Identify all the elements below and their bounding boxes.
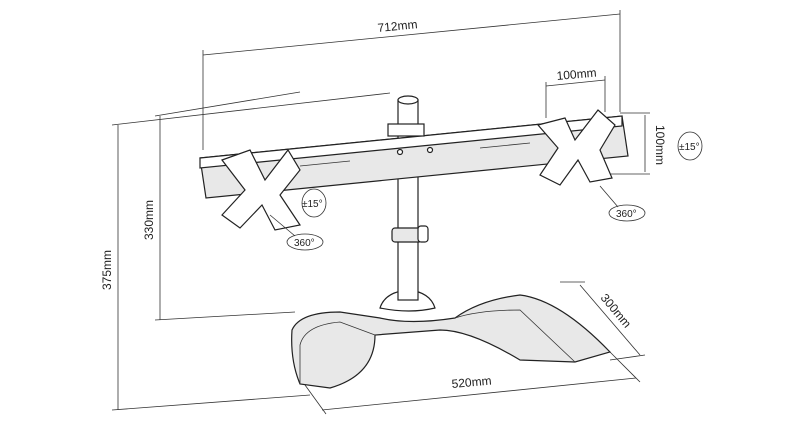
crossbar xyxy=(199,115,629,199)
right-tilt-label: ±15° xyxy=(679,142,700,153)
left-tilt-label: ±15° xyxy=(302,199,323,210)
base-width-label: 520mm xyxy=(451,374,492,391)
arm-height-label: 330mm xyxy=(142,200,156,240)
right-vesa-plate xyxy=(536,109,616,186)
left-vesa-plate xyxy=(221,148,301,231)
total-width-label: 712mm xyxy=(377,17,418,35)
vesa-horizontal-label: 100mm xyxy=(556,66,597,83)
stand-base xyxy=(291,289,612,389)
total-height-label: 375mm xyxy=(100,250,114,290)
left-rotate-label: 360° xyxy=(294,238,315,249)
right-rotate-label: 360° xyxy=(616,209,637,220)
dimension-lines xyxy=(111,10,650,415)
vesa-vertical-label: 100mm xyxy=(653,125,667,165)
rotation-indicators xyxy=(269,131,703,251)
base-depth-label: 300mm xyxy=(598,291,634,331)
